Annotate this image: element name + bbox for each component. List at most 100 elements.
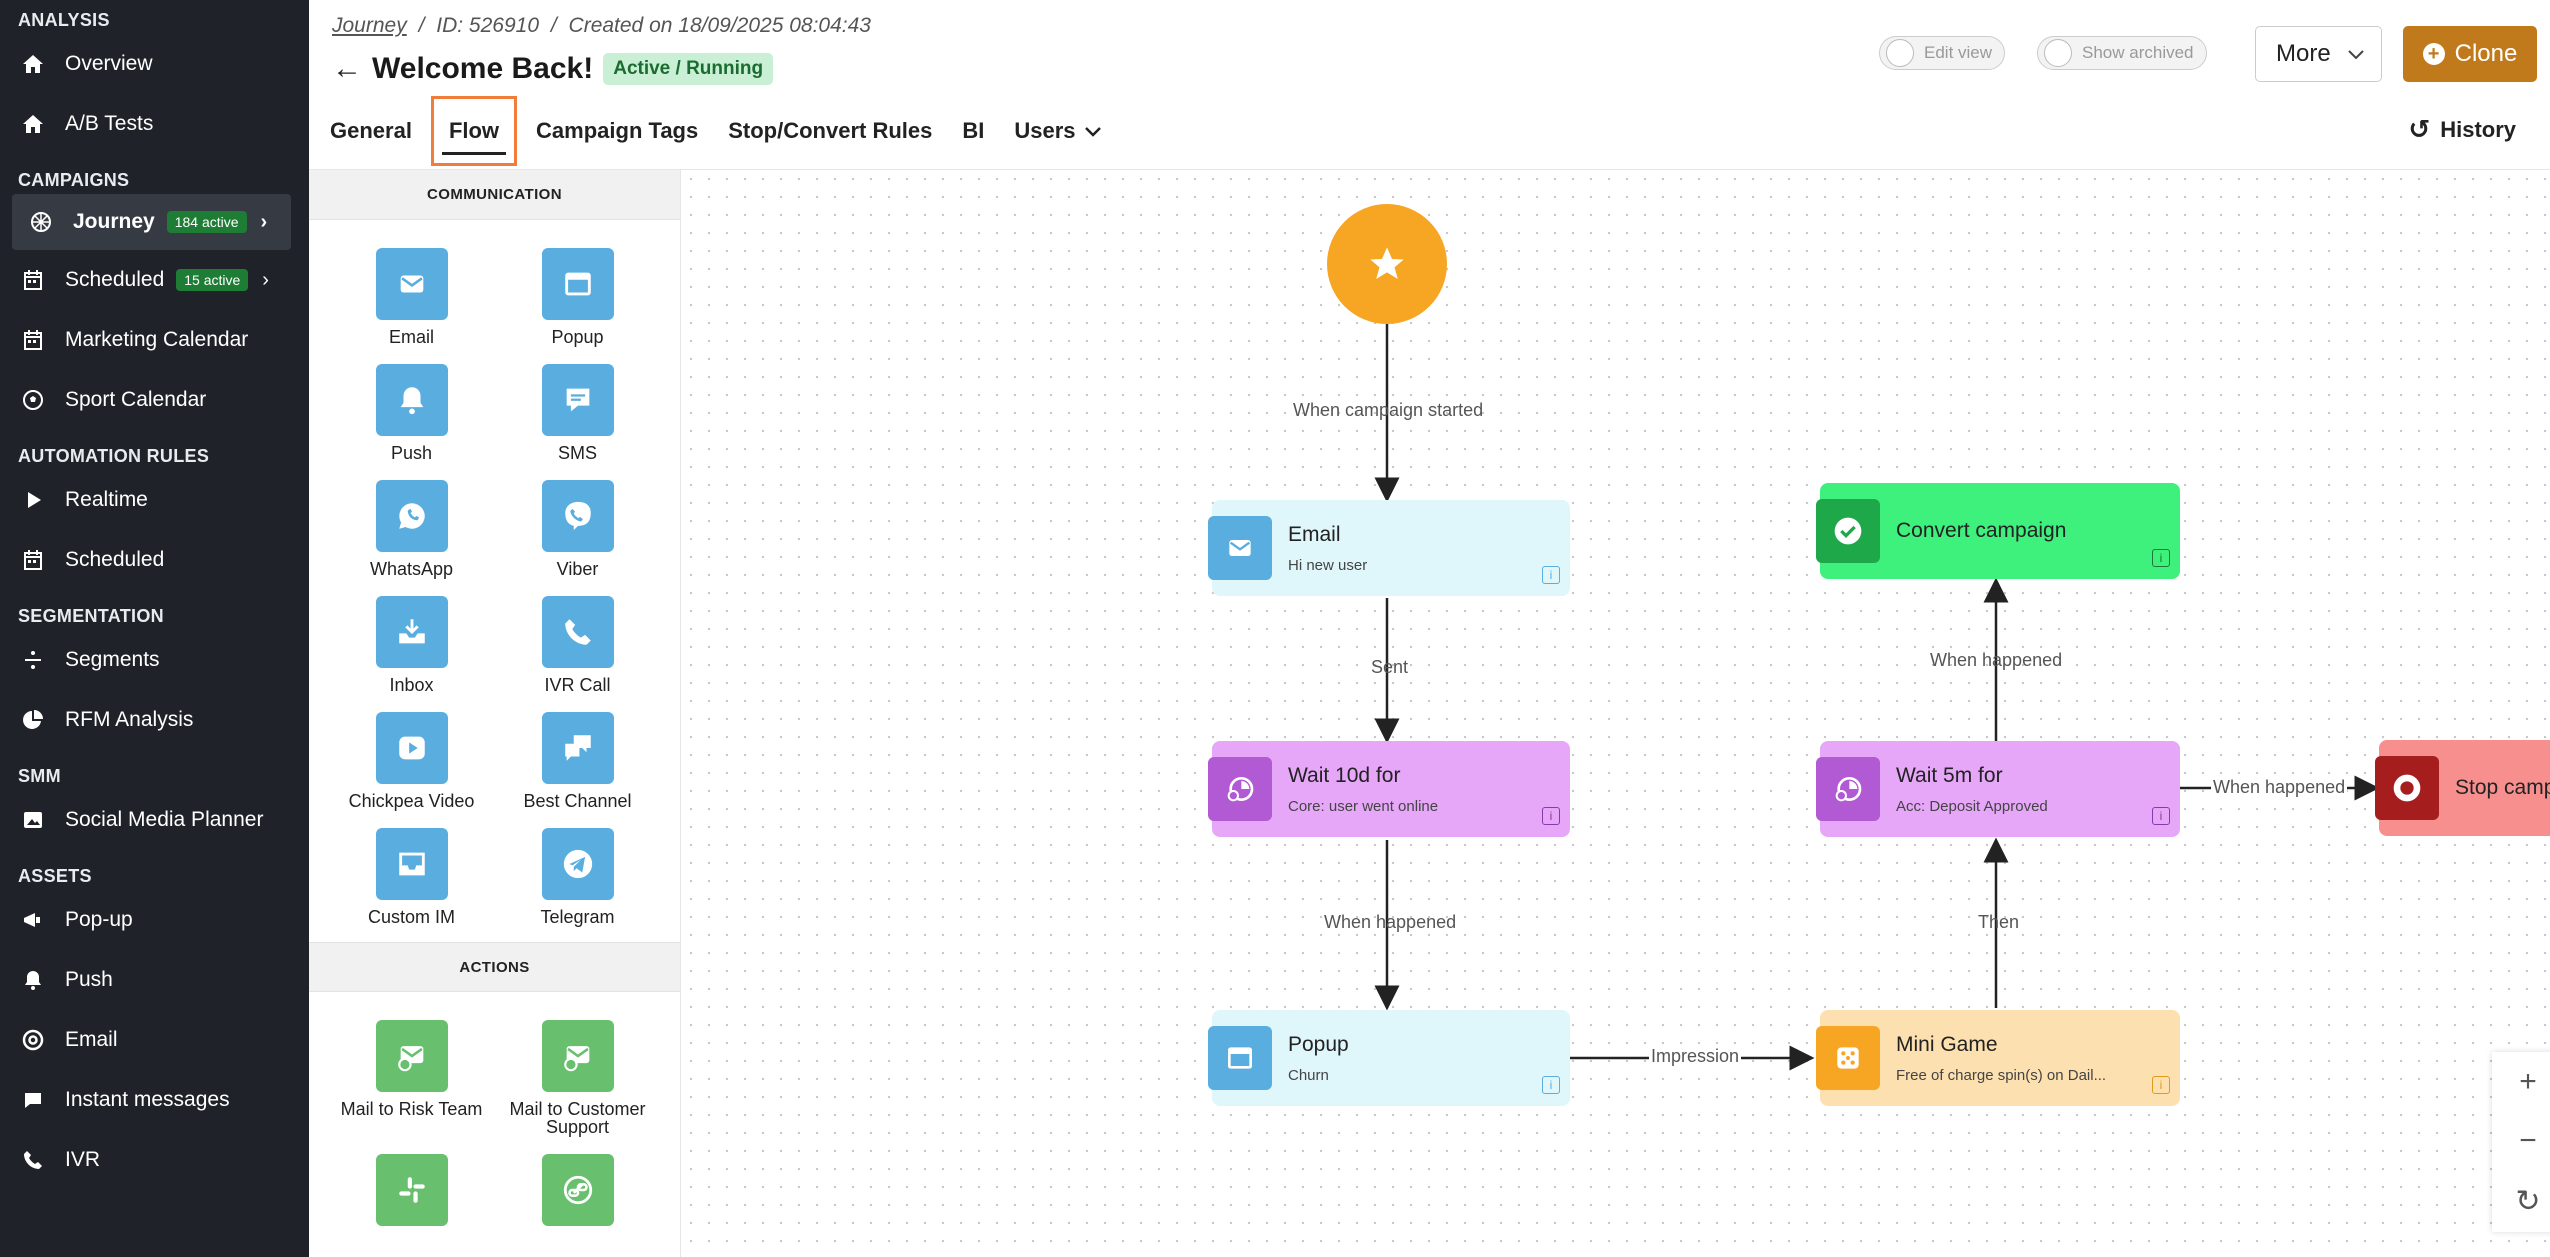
info-icon[interactable]: i: [2152, 1076, 2170, 1094]
sidebar-item-popup[interactable]: Pop-up: [0, 890, 309, 950]
tab-bi[interactable]: BI: [962, 118, 985, 143]
tab-campaign-tags[interactable]: Campaign Tags: [536, 118, 699, 143]
toggle-knob: [2044, 39, 2072, 67]
palette-item-mail-to-risk-team[interactable]: Mail to Risk Team: [329, 1020, 495, 1136]
sidebar-item-scheduled-rules[interactable]: Scheduled: [0, 530, 309, 590]
node-subtitle: Churn: [1288, 1066, 1329, 1084]
tab-users[interactable]: Users: [999, 96, 1116, 166]
palette-item-sms[interactable]: SMS: [495, 364, 661, 462]
palette-item-best-channel[interactable]: Best Channel: [495, 712, 661, 810]
palette-item-popup[interactable]: Popup: [495, 248, 661, 346]
info-icon[interactable]: i: [1542, 807, 1560, 825]
palette-item-webhook[interactable]: [495, 1154, 661, 1234]
node-text: Wait 10d for Core: user went online: [1288, 764, 1438, 815]
zoom-in-button[interactable]: +: [2519, 1064, 2537, 1098]
palette-item-slack[interactable]: [329, 1154, 495, 1234]
video-icon: [375, 712, 448, 784]
sidebar-item-label: Segments: [65, 648, 160, 671]
node-title: Mini Game: [1896, 1032, 1998, 1056]
tab-general[interactable]: General: [330, 118, 412, 143]
sidebar-item-push[interactable]: Push: [0, 950, 309, 1010]
sidebar-item-email[interactable]: Email: [0, 1010, 309, 1070]
sidebar-item-label: Scheduled: [65, 268, 165, 291]
flow-node-stop-campaign[interactable]: Stop campaign i: [2375, 740, 2550, 836]
flow-node-mini-game[interactable]: Mini Game Free of charge spin(s) on Dail…: [1816, 1010, 2180, 1106]
node-title: Stop campaign: [2455, 776, 2550, 799]
node-text: Convert campaign: [1896, 519, 2066, 543]
sidebar-item-scheduled-campaigns[interactable]: Scheduled 15 active ›: [0, 250, 309, 310]
plus-icon: +: [2422, 43, 2445, 65]
section-title-analysis: ANALYSIS: [18, 10, 110, 30]
sidebar-item-label: Journey: [73, 210, 155, 233]
start-node[interactable]: [1327, 204, 1447, 324]
sidebar: ANALYSIS Overview A/B Tests CAMPAIGNS Jo…: [0, 0, 309, 1257]
reset-view-button[interactable]: ↻: [2515, 1185, 2541, 1219]
page-header: Journey / ID: 526910 / Created on 18/09/…: [309, 0, 2550, 170]
palette-item-email[interactable]: Email: [329, 248, 495, 346]
tab-flow[interactable]: Flow: [430, 96, 518, 166]
breadcrumb-separator: /: [550, 14, 557, 37]
megaphone-icon: [18, 905, 48, 935]
phone-icon: [541, 596, 614, 668]
edit-view-toggle[interactable]: Edit view: [1879, 36, 2006, 70]
palette-item-chickpea-video[interactable]: Chickpea Video: [329, 712, 495, 810]
sidebar-item-marketing-calendar[interactable]: Marketing Calendar: [0, 310, 309, 370]
node-text: Mini Game Free of charge spin(s) on Dail…: [1896, 1033, 2106, 1084]
info-icon[interactable]: i: [1542, 566, 1560, 584]
sidebar-item-realtime[interactable]: Realtime: [0, 470, 309, 530]
sidebar-item-segments[interactable]: Segments: [0, 630, 309, 690]
palette-item-custom-im[interactable]: Custom IM: [329, 828, 495, 926]
edge-label-when-happened: When happened: [2211, 777, 2348, 798]
palette-item-viber[interactable]: Viber: [495, 480, 661, 578]
communication-grid: Email Popup Push SMS WhatsApp: [309, 220, 680, 942]
more-dropdown-button[interactable]: More: [2255, 26, 2382, 82]
palette-item-mail-to-customer-support[interactable]: Mail to Customer Support: [495, 1020, 661, 1136]
show-archived-toggle[interactable]: Show archived: [2037, 36, 2207, 70]
info-icon[interactable]: i: [1542, 1076, 1560, 1094]
main-area: Journey / ID: 526910 / Created on 18/09/…: [309, 0, 2550, 1257]
flow-node-convert-campaign[interactable]: Convert campaign i: [1816, 483, 2180, 579]
breadcrumb-created: Created on 18/09/2025 08:04:43: [568, 14, 871, 37]
play-icon: [18, 485, 48, 515]
sidebar-item-ab-tests[interactable]: A/B Tests: [0, 94, 309, 154]
palette-item-whatsapp[interactable]: WhatsApp: [329, 480, 495, 578]
palette-item-label: Popup: [551, 327, 604, 347]
whatsapp-icon: [375, 480, 448, 552]
check-circle-icon: [1816, 499, 1880, 563]
palette-item-inbox[interactable]: Inbox: [329, 596, 495, 694]
breadcrumb-id: ID: 526910: [436, 14, 539, 37]
flow-node-email[interactable]: Email Hi new user i: [1208, 500, 1570, 596]
palette-section-actions: ACTIONS: [309, 942, 680, 992]
inbox-icon: [375, 596, 448, 668]
section-title-smm: SMM: [18, 766, 61, 786]
sidebar-item-journey[interactable]: Journey 184 active ›: [12, 194, 291, 250]
sidebar-item-ivr[interactable]: IVR: [0, 1130, 309, 1190]
clone-label: Clone: [2454, 40, 2518, 67]
info-icon[interactable]: i: [2152, 549, 2170, 567]
breadcrumb-separator: /: [418, 14, 425, 37]
journey-icon: [26, 207, 56, 237]
palette-item-ivr-call[interactable]: IVR Call: [495, 596, 661, 694]
clone-button[interactable]: + Clone: [2403, 26, 2537, 82]
zoom-out-button[interactable]: −: [2519, 1124, 2537, 1158]
history-button[interactable]: ↺ History: [2408, 114, 2516, 145]
info-icon[interactable]: i: [2152, 807, 2170, 825]
flow-node-wait-5m[interactable]: Wait 5m for Acc: Deposit Approved i: [1816, 741, 2180, 837]
sidebar-item-sport-calendar[interactable]: Sport Calendar: [0, 370, 309, 430]
back-arrow-icon[interactable]: ←: [332, 52, 362, 85]
palette-item-label: SMS: [557, 443, 597, 463]
flow-canvas[interactable]: When campaign started Sent When happened…: [682, 170, 2550, 1257]
palette-item-telegram[interactable]: Telegram: [495, 828, 661, 926]
breadcrumb-journey-link[interactable]: Journey: [332, 14, 407, 37]
sidebar-item-label: Realtime: [65, 488, 148, 511]
flow-node-wait-10d[interactable]: Wait 10d for Core: user went online i: [1208, 741, 1570, 837]
tab-stop-convert-rules[interactable]: Stop/Convert Rules: [728, 118, 933, 143]
flow-node-popup[interactable]: Popup Churn i: [1208, 1010, 1570, 1106]
sidebar-item-social-media-planner[interactable]: Social Media Planner: [0, 790, 309, 850]
sidebar-item-label: Scheduled: [65, 548, 165, 571]
sidebar-item-overview[interactable]: Overview: [0, 34, 309, 94]
palette-item-push[interactable]: Push: [329, 364, 495, 462]
sidebar-item-rfm-analysis[interactable]: RFM Analysis: [0, 690, 309, 750]
at-icon: [18, 1025, 48, 1055]
sidebar-item-instant-messages[interactable]: Instant messages: [0, 1070, 309, 1130]
